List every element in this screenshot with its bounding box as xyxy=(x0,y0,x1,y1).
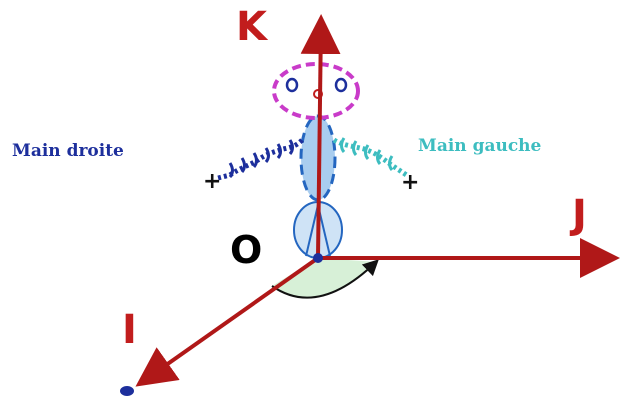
left-hand-sign: + xyxy=(401,170,419,195)
figure-leg-left xyxy=(305,204,319,257)
figure-eye-right xyxy=(334,77,348,93)
origin-label: O xyxy=(230,228,262,272)
right-arm-coils xyxy=(228,139,294,178)
rotation-sector xyxy=(272,258,378,298)
figure-head xyxy=(272,62,360,120)
left-arm-coils xyxy=(340,137,394,171)
j-axis-label: J xyxy=(569,192,587,238)
i-axis-label: I xyxy=(122,307,137,353)
i-axis xyxy=(135,256,320,387)
i-axis-endpoint xyxy=(120,386,134,396)
right-arm xyxy=(217,138,304,181)
left-arm xyxy=(332,137,410,179)
right-hand-label: Main droite xyxy=(12,141,124,161)
origin-point xyxy=(313,253,323,263)
right-hand-sign: + xyxy=(203,169,221,194)
k-axis-label: K xyxy=(236,4,269,50)
k-axis xyxy=(300,14,341,259)
rotation-arrow xyxy=(271,259,379,299)
figure-eye-left xyxy=(285,77,299,93)
left-hand-label: Main gauche xyxy=(418,136,542,156)
